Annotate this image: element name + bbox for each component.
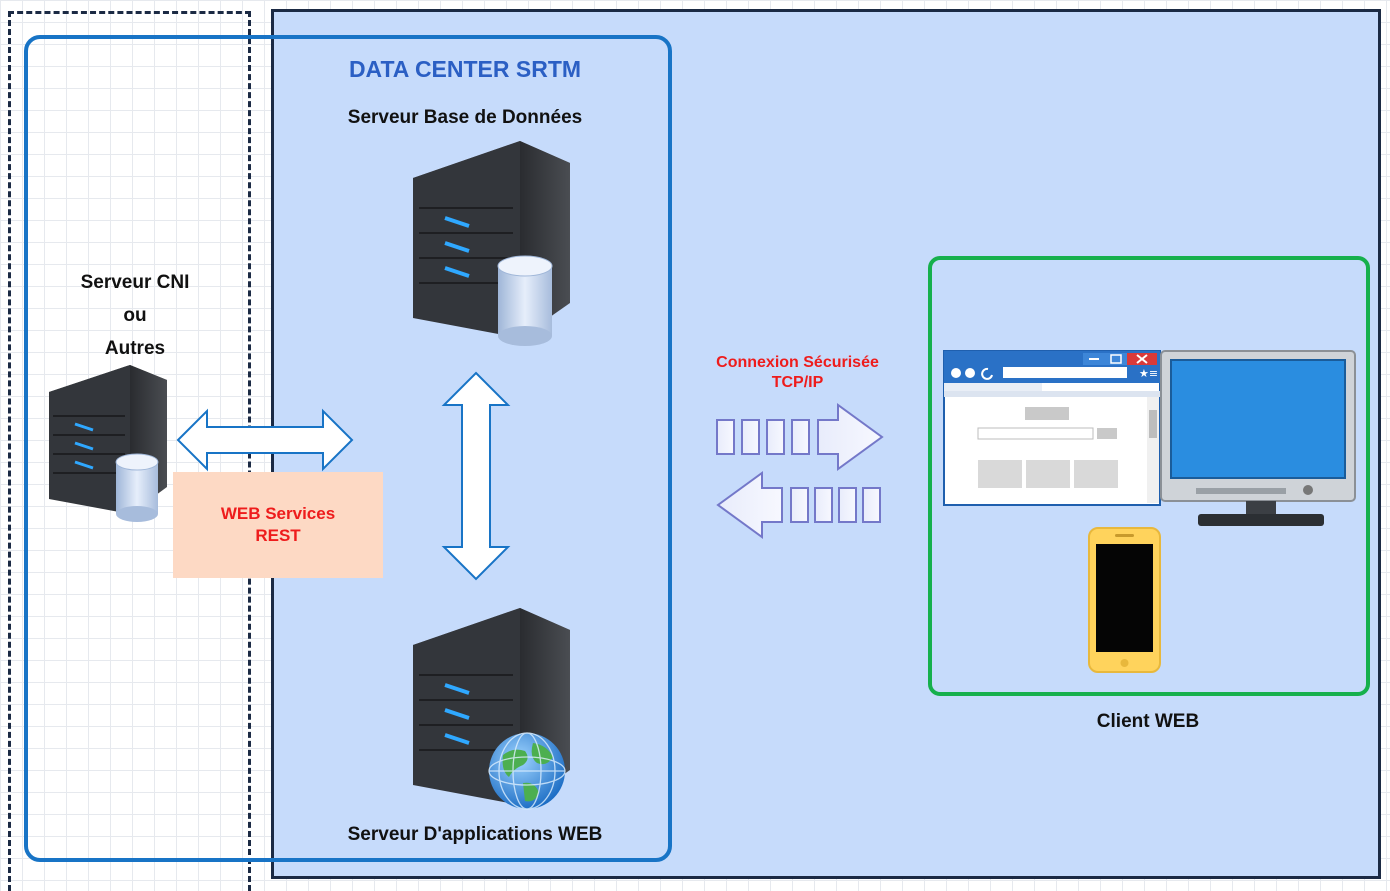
web-services-box <box>173 472 383 578</box>
web-services-label-line2: REST <box>255 526 301 545</box>
web-services-label: WEB Services REST <box>173 503 383 547</box>
client-web-frame <box>928 256 1370 696</box>
striped-arrow-left <box>716 471 881 539</box>
data-center-frame <box>24 35 672 862</box>
double-arrow-horizontal <box>176 408 354 472</box>
client-web-label: Client WEB <box>1096 711 1200 732</box>
cni-server-label-line2: ou <box>123 305 147 326</box>
double-arrow-vertical <box>441 371 511 581</box>
svg-text:★≡: ★≡ <box>1139 367 1158 380</box>
cni-server-label: Serveur CNI ou Autres <box>35 266 235 365</box>
cni-server-label-line1: Serveur CNI <box>80 272 190 293</box>
striped-arrow-right <box>716 403 884 471</box>
server-globe-icon <box>413 608 570 810</box>
cni-server-label-line3: Autres <box>104 338 166 359</box>
connection-label-line2: TCP/IP <box>771 374 824 391</box>
web-services-label-line1: WEB Services <box>220 504 336 523</box>
connection-label: Connexion Sécurisée TCP/IP <box>690 353 905 393</box>
db-server-label: Serveur Base de Données <box>347 107 583 128</box>
app-server-label: Serveur D'applications WEB <box>347 824 603 845</box>
smartphone-icon <box>1088 527 1161 673</box>
cni-server-icon <box>49 365 167 522</box>
server-database-icon <box>413 141 570 346</box>
data-center-title: DATA CENTER SRTM <box>348 56 582 82</box>
connection-label-line1: Connexion Sécurisée <box>716 354 879 371</box>
browser-window-icon: ★≡ <box>943 350 1161 506</box>
monitor-icon <box>1160 350 1356 526</box>
